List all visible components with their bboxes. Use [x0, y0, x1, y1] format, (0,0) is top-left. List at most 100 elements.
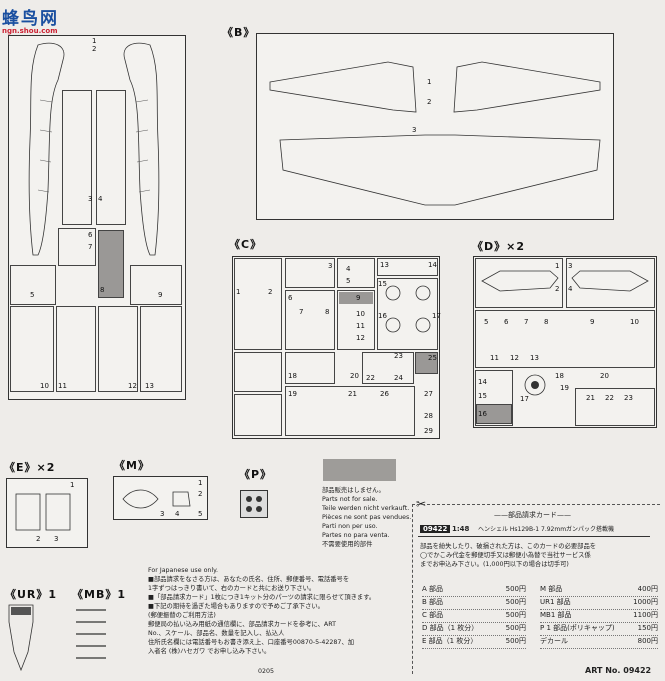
card-intro: 部品を紛失したり、破損された方は、このカードの必要部品を ◯でかこみ代金を郵便切…	[420, 542, 596, 569]
part-c2: 2	[268, 288, 273, 296]
price-row-b[interactable]: B 部品 500円	[422, 597, 526, 610]
d-cell-mid	[475, 310, 655, 368]
part-a7: 7	[88, 243, 93, 251]
nfs-line-4: Pièces ne sont pas vendues.	[322, 514, 412, 521]
part-d21: 21	[586, 394, 595, 402]
part-c4: 4	[346, 265, 351, 273]
part-m1: 1	[198, 479, 203, 487]
c-cell-7	[285, 290, 335, 350]
part-d1: 1	[555, 262, 560, 270]
card-cut-line-left	[412, 504, 413, 674]
watermark-site: ngn.shou.com	[2, 27, 58, 35]
part-a1: 1	[92, 37, 97, 45]
part-d23: 23	[624, 394, 633, 402]
sprue-a-rail-right	[96, 90, 126, 225]
price-row-e[interactable]: E 部品（1 枚分） 500円	[422, 636, 526, 649]
part-d4: 4	[568, 285, 573, 293]
price-row-d[interactable]: D 部品（1 枚分） 500円	[422, 623, 526, 636]
fuselage-right-half	[123, 42, 160, 256]
price-d-part: D 部品（1 枚分）	[422, 624, 479, 632]
c-cell-19b	[285, 386, 415, 436]
d-gray-16	[476, 404, 512, 424]
not-for-sale-list: 部品販売はしません。 Parts not for sale. Teile wer…	[322, 486, 412, 549]
price-row-m[interactable]: M 部品 400円	[540, 584, 658, 597]
part-a11: 11	[58, 382, 67, 390]
part-a2: 2	[92, 45, 97, 53]
c-cell-1	[234, 258, 282, 350]
part-d18: 18	[555, 372, 564, 380]
price-row-c[interactable]: C 部品 500円	[422, 610, 526, 623]
c-cell-19	[285, 352, 335, 384]
card-header: ——部品請求カード——	[494, 511, 571, 519]
jp-note-8: 住所氏名欄には電話番号もお書き添え上、口座番号00870-5-42287、加	[148, 639, 355, 646]
card-art-number: 09422	[423, 525, 448, 533]
part-d9: 9	[590, 318, 595, 326]
part-d17: 17	[520, 395, 529, 403]
c-cell-wheels	[377, 278, 438, 350]
card-product: ヘンシェル Hs129B-1 7.92mmガンパック搭載機	[478, 526, 615, 533]
price-c-part: C 部品	[422, 611, 444, 619]
part-d15: 15	[478, 392, 487, 400]
jp-note-5: (郵便振替のご利用方法)	[148, 612, 216, 619]
wing-right	[453, 61, 601, 113]
part-b2: 2	[427, 98, 432, 106]
price-mb-value: 1100円	[633, 611, 658, 619]
sprue-ur-label: 《UR》1	[5, 588, 58, 601]
part-c14: 14	[428, 261, 437, 269]
price-decal-part: デカール	[540, 637, 568, 645]
part-a10: 10	[40, 382, 49, 390]
jp-note-3: ■「部品請求カード」1枚につき1キット分のパーツの請求に限らせて頂きます。	[148, 594, 376, 601]
part-c18: 18	[288, 372, 297, 380]
part-a3: 3	[88, 195, 93, 203]
part-d16: 16	[478, 410, 487, 418]
part-c7: 7	[299, 308, 304, 316]
part-d19: 19	[560, 384, 569, 392]
part-a6: 6	[88, 231, 93, 239]
part-d14: 14	[478, 378, 487, 386]
d-cell-1	[475, 258, 563, 308]
part-m2: 2	[198, 490, 203, 498]
part-c12: 12	[356, 334, 365, 342]
price-row-ur[interactable]: UR1 部品 1000円	[540, 597, 658, 610]
d-engine-nacelle	[481, 270, 559, 292]
c-gray-9	[339, 292, 373, 304]
not-for-sale-swatch	[323, 459, 396, 481]
c-cell-13	[377, 258, 438, 276]
part-d7: 7	[524, 318, 529, 326]
part-c15: 15	[378, 280, 387, 288]
sprue-c-label: 《C》	[229, 238, 263, 251]
part-a5: 5	[30, 291, 35, 299]
part-c10: 10	[356, 310, 365, 318]
mb-metal-barrels	[76, 609, 106, 659]
part-a12-box	[98, 306, 138, 392]
polycap-icon	[246, 496, 262, 512]
c-cell-18	[234, 352, 282, 392]
part-m4: 4	[175, 510, 180, 518]
price-b-part: B 部品	[422, 598, 444, 606]
part-m3: 3	[160, 510, 165, 518]
part-c6: 6	[288, 294, 293, 302]
part-a12: 12	[128, 382, 137, 390]
price-row-a[interactable]: A 部品 500円	[422, 584, 526, 597]
part-a6-box	[58, 228, 96, 266]
price-ur-part: UR1 部品	[540, 598, 571, 606]
part-c11: 11	[356, 322, 365, 330]
part-e2: 2	[36, 535, 41, 543]
c-gray-25	[415, 352, 438, 374]
jp-note-0: For Japanese use only.	[148, 567, 219, 574]
price-row-p[interactable]: P 1 部品(ポリキャップ) 150円	[540, 623, 658, 636]
sprue-c-frame	[232, 256, 440, 439]
japanese-notes: For Japanese use only. ■部品請求をなさる方は、あなたの氏…	[148, 566, 403, 656]
part-d11: 11	[490, 354, 499, 362]
card-cut-line	[412, 504, 660, 505]
d-cell-low2	[575, 388, 655, 426]
card-art-badge: 09422	[420, 525, 451, 533]
e-panels	[15, 493, 71, 531]
card-intro-0: 部品を紛失したり、破損された方は、このカードの必要部品を	[420, 543, 597, 550]
wheel-parts	[385, 285, 431, 333]
part-d8: 8	[544, 318, 549, 326]
price-row-decal[interactable]: デカール 800円	[540, 636, 658, 649]
price-row-mb[interactable]: MB1 部品 1100円	[540, 610, 658, 623]
part-c22: 22	[366, 374, 375, 382]
part-c21: 21	[348, 390, 357, 398]
